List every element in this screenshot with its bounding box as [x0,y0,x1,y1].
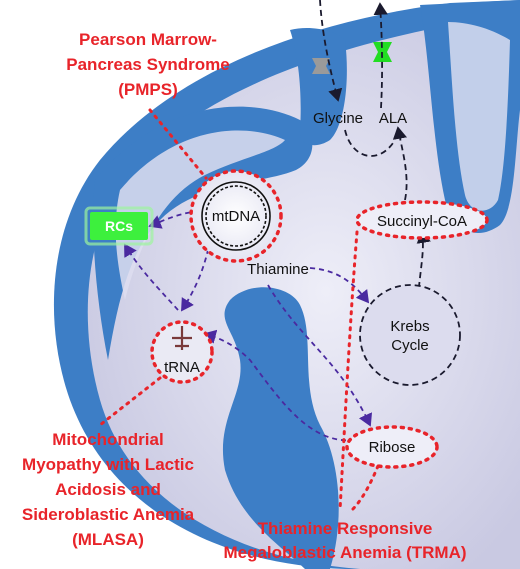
glycine-to-succinyl-arrow [344,129,396,157]
thiamine-to-krebs-arrow [309,267,370,304]
glycine-transporter-icon [312,58,330,74]
trna-label: tRNA [164,359,200,376]
glycine-label: Glycine [313,110,363,127]
krebs-label-line2: Cycle [391,337,429,354]
glycine-import-arrow [319,0,343,102]
pmps-line3: (PMPS) [118,80,178,99]
mtdna-to-rcs-arrow [148,209,209,229]
ribose-ellipse [345,425,439,469]
ala-label: ALA [379,110,407,127]
trna-icon [150,320,214,384]
pmps-line1: Pearson Marrow- [79,30,217,49]
succinyl-ellipse [355,200,489,240]
trma-line2: Megaloblastic Anemia (TRMA) [223,543,466,562]
pmps-line2: Pancreas Syndrome [66,55,229,74]
krebs-cycle [359,284,461,386]
ribose-label: Ribose [369,439,416,456]
trna-to-rcs-arrow [124,243,179,311]
mlasa-line4: Sideroblastic Anemia [22,505,195,524]
crista-bottom-mid [222,287,339,569]
crista-inner-right [448,22,510,211]
pmps-leader [148,108,208,180]
mtdna-to-trna-arrow [181,239,211,312]
trma-line1: Thiamine Responsive [258,519,433,538]
crista-top-mid [290,28,347,146]
trma-leader-ribose [350,464,380,512]
ribose-to-trna-arrow [203,329,356,442]
krebs-label-line1: Krebs [390,318,429,335]
mlasa-line3: Acidosis and [55,480,161,499]
thiamine-label: Thiamine [247,261,309,278]
trma-leader-succinyl [338,230,359,512]
mlasa-line1: Mitochondrial [52,430,163,449]
ala-export-arrow [373,2,388,109]
mtdna-icon [189,169,283,263]
rcs-label: RCs [105,218,133,234]
mlasa-line5: (MLASA) [72,530,144,549]
crista-inner-left [115,130,285,300]
rcs-box [84,206,154,246]
thiamine-to-ribose-arrow [267,284,373,427]
succinyl-label: Succinyl-CoA [377,213,467,230]
mlasa-leader [98,376,162,427]
mtdna-label: mtDNA [212,208,260,225]
mlasa-line2: Myopathy with Lactic [22,455,194,474]
